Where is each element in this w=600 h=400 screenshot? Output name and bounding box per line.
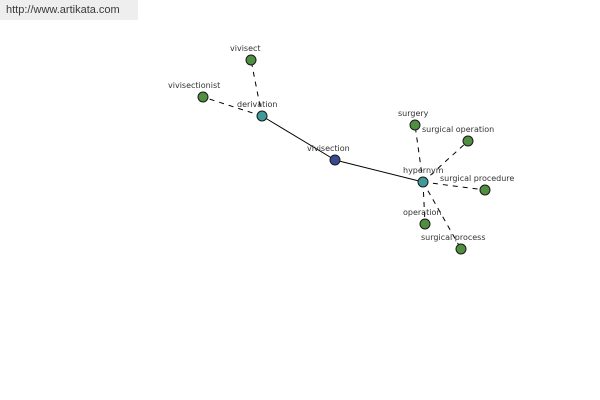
node-label-operation[interactable]: operation — [403, 208, 441, 217]
node-label-surgery[interactable]: surgery — [398, 109, 429, 118]
node-dot-hypernym[interactable] — [417, 176, 429, 188]
edge-hypernym-surgical-procedure — [422, 181, 486, 191]
node-vivisect[interactable] — [245, 54, 257, 66]
node-label-surgical-operation[interactable]: surgical operation — [422, 125, 494, 134]
node-label-surgical-process[interactable]: surgical process — [421, 233, 486, 242]
node-operation[interactable] — [419, 218, 431, 230]
edge-hypernym-operation — [422, 181, 426, 225]
node-surgical-operation[interactable] — [462, 135, 474, 147]
node-dot-vivisection[interactable] — [329, 154, 341, 166]
edge-vivisection-hypernym — [334, 159, 424, 183]
node-surgery[interactable] — [409, 119, 421, 131]
node-vivisection[interactable] — [329, 154, 341, 166]
node-derivation[interactable] — [256, 110, 268, 122]
node-dot-derivation[interactable] — [256, 110, 268, 122]
node-dot-surgical-operation[interactable] — [462, 135, 474, 147]
node-hypernym[interactable] — [417, 176, 429, 188]
node-label-vivisectionist[interactable]: vivisectionist — [168, 81, 220, 90]
node-label-surgical-procedure[interactable]: surgical procedure — [440, 174, 514, 183]
node-surgical-process[interactable] — [455, 243, 467, 255]
node-label-hypernym[interactable]: hypernym — [403, 166, 444, 175]
edge-hypernym-surgical-operation — [422, 140, 469, 183]
node-label-vivisect[interactable]: vivisect — [230, 44, 261, 53]
node-dot-surgical-process[interactable] — [455, 243, 467, 255]
edge-vivisection-derivation — [261, 115, 336, 161]
node-label-vivisection[interactable]: vivisection — [307, 144, 350, 153]
watermark-url: http://www.artikata.com — [0, 0, 138, 20]
graph-labels: vivisection derivation hypernym vivisect viv… — [168, 44, 514, 242]
node-dot-vivisect[interactable] — [245, 54, 257, 66]
edge-derivation-vivisectionist — [202, 96, 263, 117]
node-vivisectionist[interactable] — [197, 91, 209, 103]
graph-edges — [202, 59, 486, 250]
node-label-derivation[interactable]: derivation — [237, 100, 277, 109]
node-dot-operation[interactable] — [419, 218, 431, 230]
node-dot-surgical-procedure[interactable] — [479, 184, 491, 196]
graph-nodes — [197, 54, 491, 255]
edge-hypernym-surgical-process — [422, 181, 462, 250]
node-surgical-procedure[interactable] — [479, 184, 491, 196]
node-dot-surgery[interactable] — [409, 119, 421, 131]
node-dot-vivisectionist[interactable] — [197, 91, 209, 103]
